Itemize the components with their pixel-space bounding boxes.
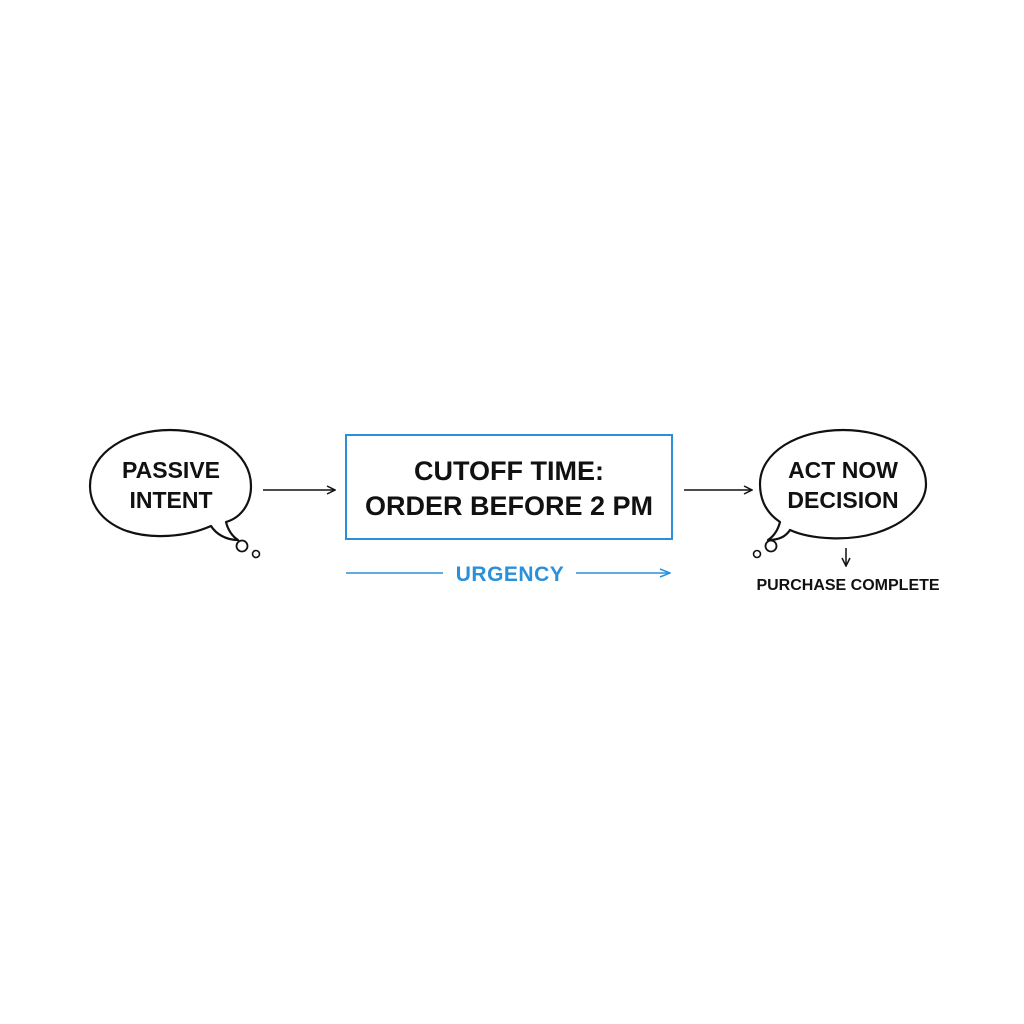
thought-bubble-passive-intent: PASSIVE INTENT — [88, 428, 261, 559]
passive-intent-line1: PASSIVE — [122, 457, 220, 483]
act-now-line2: DECISION — [787, 487, 898, 513]
thought-bubble-left-outline — [88, 428, 253, 542]
thought-bubble-act-now-decision: ACT NOW DECISION — [752, 428, 928, 559]
thought-dot-large — [235, 539, 249, 553]
thought-dot-small-right — [752, 549, 762, 559]
purchase-complete-label: PURCHASE COMPLETE — [756, 577, 939, 594]
thought-dot-small — [251, 549, 261, 559]
passive-intent-line2: INTENT — [129, 487, 212, 513]
act-now-line1: ACT NOW — [788, 457, 898, 483]
cutoff-box-line1: CUTOFF TIME: — [414, 456, 604, 486]
urgency-label: URGENCY — [456, 563, 565, 586]
thought-dot-large-right — [764, 539, 778, 553]
cutoff-box-line2: ORDER BEFORE 2 PM — [365, 491, 653, 521]
thought-bubble-right-outline — [758, 428, 928, 542]
cutoff-time-box: CUTOFF TIME: ORDER BEFORE 2 PM — [345, 434, 673, 540]
urgency-connector: URGENCY — [346, 563, 670, 586]
cutoff-box-border — [345, 434, 673, 540]
